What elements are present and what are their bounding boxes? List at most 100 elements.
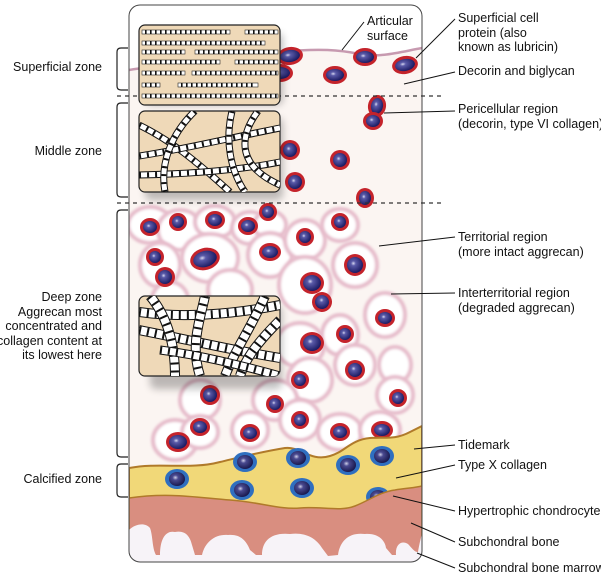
chondrocyte — [280, 140, 300, 160]
label-line: known as lubricin) — [458, 40, 559, 54]
territorial-label: Territorial region (more intact aggrecan… — [458, 230, 584, 259]
collagen-fibril — [194, 49, 279, 55]
chondrocyte — [375, 309, 395, 327]
hypertrophic-cell — [336, 455, 360, 475]
type-x-collagen-label: Type X collagen — [458, 458, 547, 472]
chondrocyte — [285, 172, 305, 192]
collagen-fibril — [244, 29, 279, 35]
leader-lines — [341, 18, 456, 569]
label-line: Interterritorial region — [458, 286, 570, 300]
chondrocyte — [363, 112, 383, 130]
chondrocyte — [300, 272, 324, 294]
deep-collagen-inset — [138, 295, 282, 389]
label-line: (decorin, type VI collagen) — [458, 116, 601, 131]
chondrocyte — [190, 418, 210, 436]
leader-territorial — [378, 236, 456, 247]
hypertrophic-cell — [290, 478, 314, 498]
hypertrophic-cell — [370, 446, 394, 466]
hypertrophic-cell — [165, 469, 189, 489]
chondrocyte — [367, 95, 387, 117]
chondrocyte — [389, 389, 407, 407]
hypertrophic-cell — [230, 480, 254, 500]
label-line: surface — [367, 28, 408, 43]
chondrocyte — [300, 332, 324, 354]
superficial-zone-label: Superficial zone — [13, 60, 102, 74]
subchondral-bone-label: Subchondral bone — [458, 535, 560, 549]
chondrocyte — [344, 254, 366, 276]
chondrocyte — [323, 66, 347, 84]
chondrocyte — [312, 292, 332, 312]
deep-zone-line: collagen content at — [0, 333, 102, 348]
chondrocyte — [259, 203, 277, 221]
chondrocyte — [291, 371, 309, 389]
interterritorial-label: Interterritorial region (degraded aggrec… — [458, 286, 575, 315]
chondrocyte — [392, 55, 418, 75]
collagen-fibril — [141, 70, 186, 76]
superficial-zone-bracket — [116, 47, 128, 91]
hypertrophic-chondrocytes — [165, 446, 394, 507]
label-line: Territorial region — [458, 230, 548, 244]
collagen-fibril — [234, 59, 279, 65]
deep-zone-line: its lowest here — [22, 348, 102, 362]
collagen-fibril — [141, 40, 266, 46]
pericellular-label: Pericellular region (decorin, type VI co… — [458, 102, 601, 131]
middle-zone-label: Middle zone — [34, 144, 102, 158]
deep-zone-label: Deep zone Aggrecan most concentrated and… — [0, 290, 102, 363]
calcified-zone-bracket — [116, 463, 128, 498]
chondrocyte — [277, 46, 303, 66]
label-line: protein (also — [458, 25, 527, 40]
chondrocyte — [200, 385, 220, 405]
chondrocyte — [336, 325, 354, 343]
decorin-label: Decorin and biglycan — [458, 64, 575, 78]
collagen-fibril — [177, 82, 259, 88]
chondrocyte — [330, 423, 350, 441]
calcified-zone-label: Calcified zone — [23, 472, 102, 486]
leader-pericellular — [383, 110, 456, 114]
label-line: Articular — [367, 14, 413, 28]
articular-surface-label: Articular surface — [367, 14, 413, 43]
deep-zone-line: Deep zone — [41, 290, 102, 304]
chondrocyte — [240, 424, 260, 442]
chondrocyte — [291, 411, 309, 429]
chondrocyte — [140, 218, 160, 236]
deep-zone-line: Aggrecan most — [17, 304, 102, 319]
deep-zone-bracket — [116, 209, 128, 458]
chondrocyte — [169, 213, 187, 231]
chondrocyte — [155, 267, 175, 287]
leader-marrow — [416, 552, 456, 569]
chondrocyte — [266, 395, 284, 413]
superficial-collagen-inset — [138, 24, 283, 106]
chondrocyte — [345, 360, 365, 380]
chondrocyte — [353, 48, 377, 66]
chondrocyte — [238, 217, 258, 235]
subchondral-bone-marrow — [129, 524, 422, 562]
hypertrophic-cell — [286, 448, 310, 468]
chondrocyte — [371, 421, 393, 439]
chondrocyte — [205, 211, 225, 229]
leader-hypertrophic — [392, 495, 456, 512]
hypertrophic-cell — [233, 452, 257, 472]
superficial-protein-label: Superficial cell protein (also known as … — [458, 11, 558, 55]
leader-interterritorial — [390, 292, 456, 295]
chondrocyte — [331, 213, 349, 231]
chondrocyte — [166, 432, 190, 452]
collagen-fibril — [141, 49, 186, 55]
label-line: (more intact aggrecan) — [458, 244, 584, 259]
deep-zone-line: concentrated and — [5, 319, 102, 333]
label-line: (degraded aggrecan) — [458, 300, 575, 315]
leader-subchondral-bone — [410, 522, 456, 543]
subchondral-bone-marrow-label: Subchondral bone marrow — [458, 561, 601, 575]
tidemark-label: Tidemark — [458, 438, 510, 452]
chondrocyte — [330, 150, 350, 170]
chondrocytes — [140, 46, 418, 452]
middle-zone-bracket — [116, 102, 128, 198]
chondrocyte — [356, 188, 374, 208]
leader-tidemark — [413, 444, 456, 450]
chondrocyte — [146, 248, 164, 266]
chondrocyte — [296, 228, 314, 246]
leader-superficial-protein — [415, 18, 456, 59]
leader-articular-surface — [341, 21, 365, 51]
chondrocyte — [259, 243, 281, 261]
panel-outline — [128, 4, 423, 563]
